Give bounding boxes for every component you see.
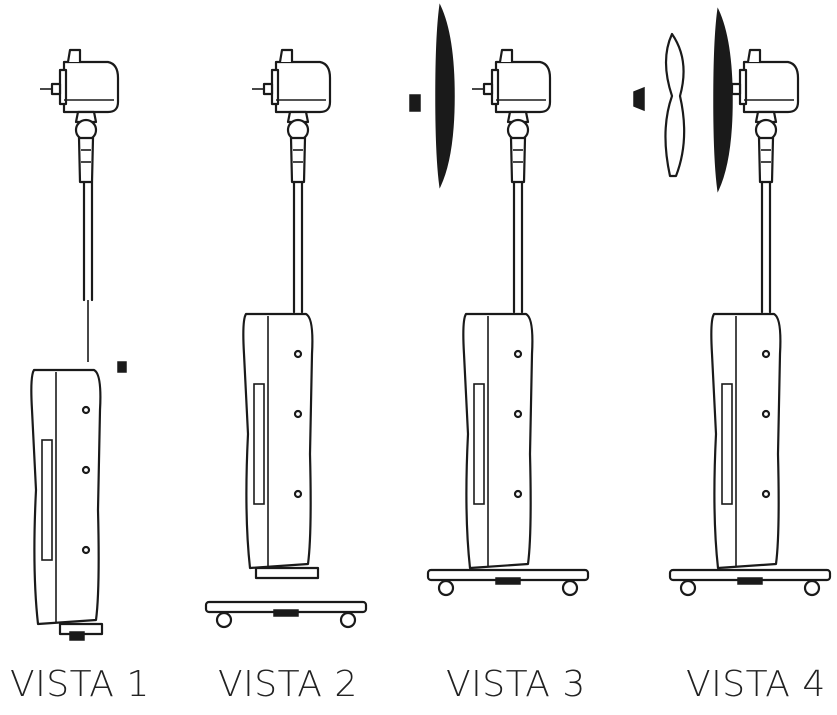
view-label-1: VISTA 1: [10, 664, 150, 705]
view-1-drawing: [30, 48, 127, 641]
view-label-3: VISTA 3: [446, 664, 586, 705]
view-label-2: VISTA 2: [218, 664, 358, 705]
view-3-drawing: [409, 5, 590, 597]
view-2-drawing: [204, 48, 368, 629]
view-label-4: VISTA 4: [686, 664, 826, 705]
view-4-drawing: [633, 9, 832, 597]
